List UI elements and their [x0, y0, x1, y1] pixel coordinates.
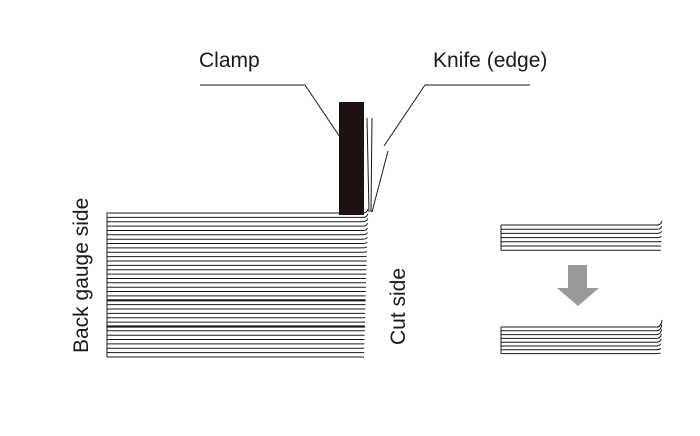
small-stack-sheet-line — [501, 343, 662, 347]
down-arrow-icon — [557, 265, 599, 306]
paper-sheet-line — [107, 237, 368, 240]
paper-sheet-line — [107, 232, 368, 236]
paper-sheet-line — [107, 246, 368, 249]
back-gauge-side-label: Back gauge side — [70, 198, 93, 353]
knife-leader-line — [383, 84, 530, 147]
small-stack-sheet-line — [501, 329, 663, 336]
small-stack-sheet-line — [501, 324, 663, 332]
top-small-stack — [500, 220, 663, 251]
small-stack-sheet-line — [501, 220, 663, 226]
cut-side-label: Cut side — [387, 268, 410, 345]
paper-sheet-line — [107, 218, 369, 223]
paper-sheet-line — [107, 213, 369, 218]
small-stack-sheet-line — [501, 352, 661, 355]
clamp-leader-line — [200, 84, 347, 147]
paper-sheet-line — [107, 241, 368, 244]
knife-edge — [366, 117, 389, 213]
knife-label: Knife (edge) — [433, 49, 547, 72]
paper-sheet-line — [107, 250, 368, 253]
small-stack-sheet-line — [501, 230, 663, 234]
clamp-label: Clamp — [199, 49, 260, 72]
main-paper-stack — [106, 208, 369, 358]
small-stack-sheet-line — [501, 347, 662, 351]
small-stack-sheet-line — [501, 235, 662, 239]
small-stack-sheet-line — [501, 338, 662, 343]
small-stack-sheet-line — [501, 319, 663, 328]
paper-sheet-line — [107, 208, 369, 214]
small-stack-sheet-line — [501, 225, 663, 230]
paper-sheet-line — [107, 255, 368, 258]
paper-sheet-line — [107, 227, 368, 231]
paper-sheet-line — [107, 222, 369, 227]
small-stack-sheet-line — [501, 333, 662, 339]
bottom-small-stack — [500, 319, 663, 355]
clamp-block — [339, 102, 364, 215]
